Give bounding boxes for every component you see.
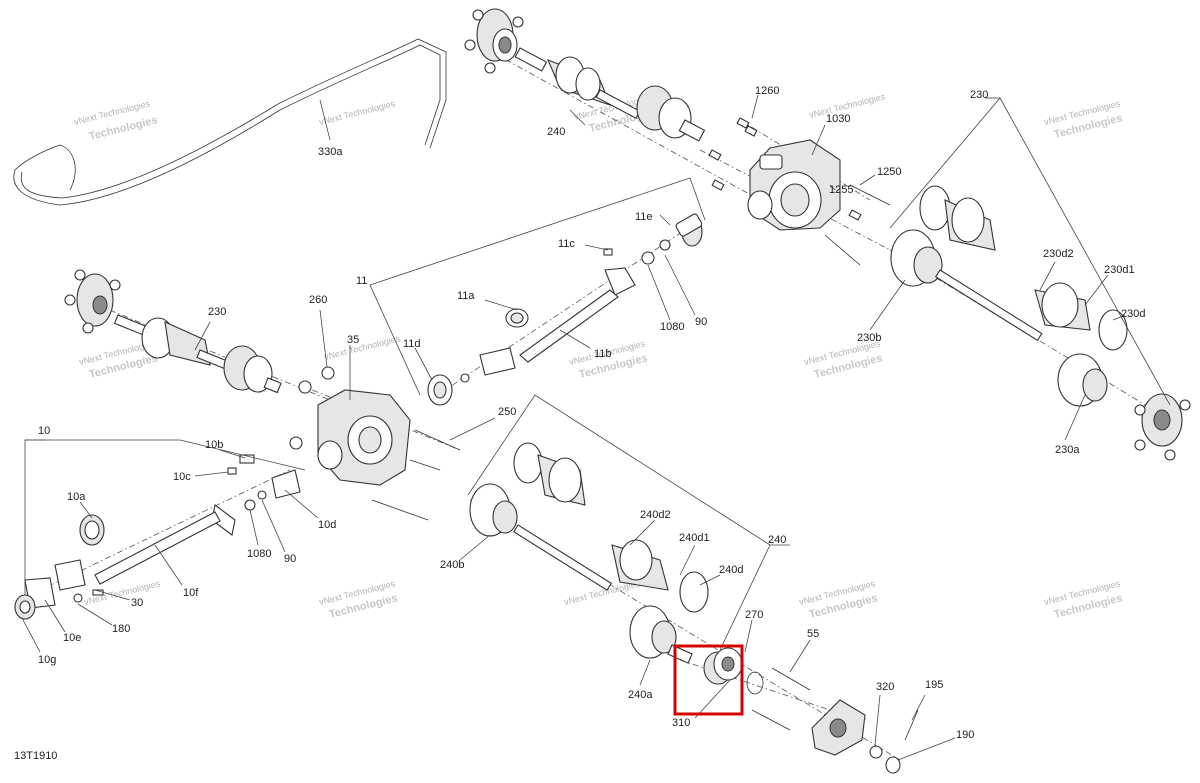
callout-230d2: 230d2 xyxy=(1043,248,1074,260)
wheel-hub xyxy=(811,699,866,756)
callout-10a: 10a xyxy=(67,491,86,503)
wheel-hub xyxy=(1134,393,1191,461)
callout-11: 11 xyxy=(356,275,367,287)
callout-90: 90 xyxy=(695,316,707,328)
callout-90-low: 90 xyxy=(284,553,296,565)
bolts xyxy=(708,117,891,266)
assembly-axes xyxy=(19,39,1171,761)
callout-labels: 330a 240 1260 1030 1250 1255 230 11e 11c… xyxy=(38,85,1145,741)
callout-1260: 1260 xyxy=(755,85,779,97)
callout-240: 240 xyxy=(547,126,565,138)
callout-1030: 1030 xyxy=(826,113,850,125)
callout-11a: 11a xyxy=(457,290,475,302)
callout-230a: 230a xyxy=(1055,444,1080,456)
rear-propshaft-10 xyxy=(14,454,301,620)
callout-240d1: 240d1 xyxy=(679,532,710,544)
wheel-hub xyxy=(64,269,121,334)
callout-10: 10 xyxy=(38,425,50,437)
callout-190: 190 xyxy=(956,729,974,741)
callout-230d: 230d xyxy=(1121,308,1145,320)
callout-10e: 10e xyxy=(63,632,81,644)
diagram-reference-code: 13T1910 xyxy=(14,750,58,762)
callout-11c: 11c xyxy=(558,238,575,250)
callout-11d: 11d xyxy=(403,338,421,350)
callout-1080: 1080 xyxy=(660,321,684,333)
callout-35: 35 xyxy=(347,334,359,346)
front-propshaft-11 xyxy=(427,213,703,406)
callout-270: 270 xyxy=(745,609,763,621)
watermark: vNext Technologies xyxy=(323,333,401,362)
callout-10g: 10g xyxy=(38,654,56,666)
drive-shaft-230-right xyxy=(890,185,1191,461)
gearbox-35 xyxy=(289,366,461,521)
front-differential-1030 xyxy=(708,117,891,266)
highlight-box-310 xyxy=(673,644,744,716)
callout-55: 55 xyxy=(807,628,819,640)
callout-10d: 10d xyxy=(318,519,336,531)
callout-30: 30 xyxy=(131,597,143,609)
callout-180: 180 xyxy=(112,623,130,635)
callout-1080-low: 1080 xyxy=(247,548,271,560)
callout-10b: 10b xyxy=(205,439,223,451)
bearing-310 xyxy=(703,647,743,685)
callout-240d2: 240d2 xyxy=(640,509,671,521)
callout-260: 260 xyxy=(309,294,327,306)
wheel-hub xyxy=(464,8,524,74)
callout-230: 230 xyxy=(970,89,988,101)
callout-11e: 11e xyxy=(635,211,653,223)
callout-10c: 10c xyxy=(173,471,191,483)
callout-11b: 11b xyxy=(594,348,612,360)
drive-shaft-230-left xyxy=(64,269,282,394)
callout-330a: 330a xyxy=(318,146,343,158)
rear-drive-shaft-240 xyxy=(469,442,919,774)
front-drive-shaft-240 xyxy=(464,8,706,142)
group-brackets xyxy=(24,97,1171,651)
leader-lines xyxy=(21,94,1126,761)
callout-230b: 230b xyxy=(857,332,881,344)
callout-320: 320 xyxy=(876,681,894,693)
callout-240d: 240d xyxy=(719,564,743,576)
callout-10f: 10f xyxy=(183,587,199,599)
callout-230-left: 230 xyxy=(208,306,226,318)
callout-310: 310 xyxy=(672,717,690,729)
callout-240-right: 240 xyxy=(768,534,786,546)
callout-230d1: 230d1 xyxy=(1104,264,1135,276)
callout-240b: 240b xyxy=(440,559,464,571)
breather-hose-330a xyxy=(13,38,447,206)
callout-1255: 1255 xyxy=(829,184,853,196)
callout-1250: 1250 xyxy=(877,166,901,178)
callout-195: 195 xyxy=(925,679,943,691)
callout-240a: 240a xyxy=(628,689,653,701)
callout-250: 250 xyxy=(498,406,516,418)
watermark: vNext Technologies xyxy=(318,98,396,127)
